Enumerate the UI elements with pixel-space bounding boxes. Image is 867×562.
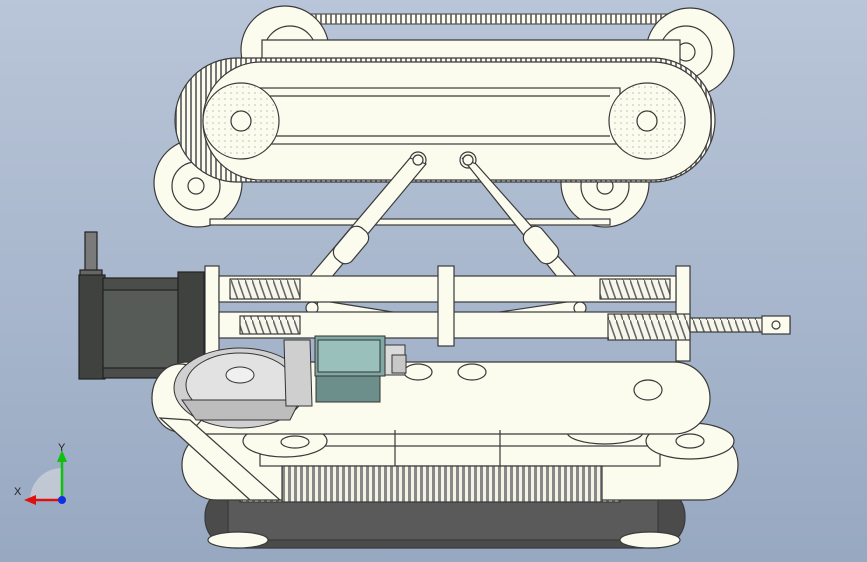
axis-y-label: Y: [58, 442, 66, 454]
upper-track-module: [153, 5, 735, 228]
axis-x-label: X: [14, 486, 22, 498]
axis-triad: [24, 450, 67, 505]
upper-front-track: [174, 57, 716, 183]
stepper-motor: [78, 231, 205, 383]
lead-screw-assembly: [204, 265, 791, 362]
bevel-gear-assembly: [173, 335, 407, 429]
